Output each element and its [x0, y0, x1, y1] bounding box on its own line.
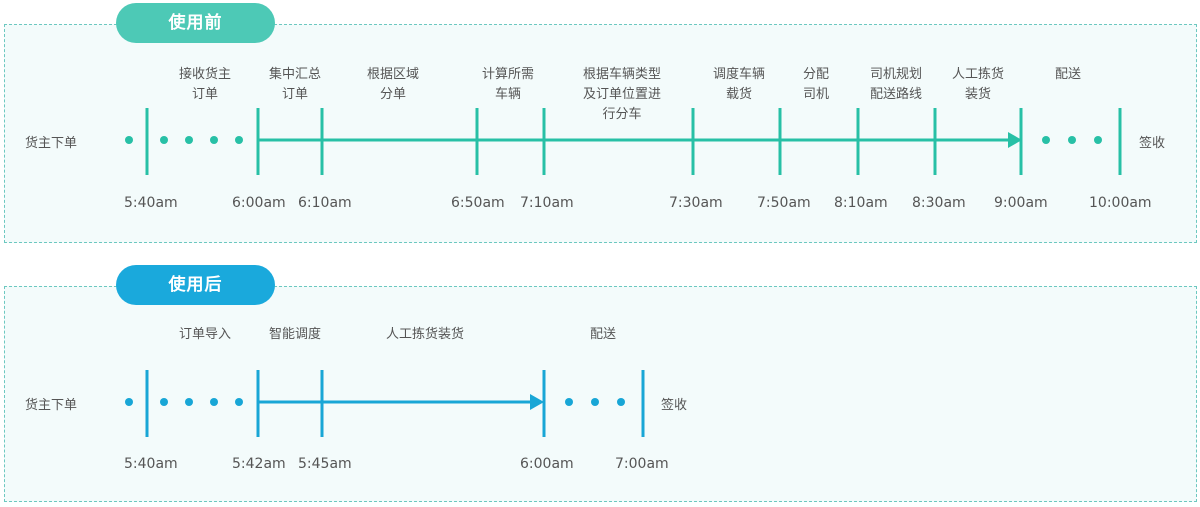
before-time: 8:10am — [834, 195, 888, 211]
dot — [565, 398, 573, 406]
after-time: 5:42am — [232, 456, 286, 472]
before-start-label: 货主下单 — [25, 136, 78, 151]
dot — [160, 136, 168, 144]
before-step: 根据区域 分单 — [366, 67, 419, 102]
arrow-head — [1008, 132, 1022, 148]
before-time: 7:50am — [757, 195, 811, 211]
before-time: 7:30am — [669, 195, 723, 211]
dot — [125, 136, 133, 144]
after-step: 订单导入 — [178, 327, 231, 342]
dot — [591, 398, 599, 406]
dot — [185, 136, 193, 144]
after-step: 配送 — [589, 327, 616, 342]
before-time: 7:10am — [520, 195, 574, 211]
dot — [617, 398, 625, 406]
after-panel — [4, 286, 1197, 502]
arrow-head — [530, 394, 544, 410]
after-time: 7:00am — [615, 456, 669, 472]
after-start-label: 货主下单 — [25, 398, 78, 413]
before-time: 10:00am — [1089, 195, 1152, 211]
dot — [125, 398, 133, 406]
after-title-badge: 使用后 — [116, 265, 275, 305]
before-step: 人工拣货 装货 — [951, 67, 1004, 102]
before-time: 6:50am — [451, 195, 505, 211]
before-step: 配送 — [1054, 67, 1081, 82]
before-title-badge: 使用前 — [116, 3, 275, 43]
before-time: 5:40am — [124, 195, 178, 211]
dot — [160, 398, 168, 406]
before-panel — [4, 24, 1197, 243]
before-time: 6:10am — [298, 195, 352, 211]
dot — [185, 398, 193, 406]
before-end-label: 签收 — [1139, 136, 1166, 151]
before-time: 6:00am — [232, 195, 286, 211]
before-step: 集中汇总 订单 — [268, 67, 321, 102]
after-timeline — [125, 370, 645, 437]
before-step: 调度车辆 载货 — [712, 67, 765, 102]
dot — [1094, 136, 1102, 144]
after-time: 5:45am — [298, 456, 352, 472]
after-step: 人工拣货装货 — [385, 327, 464, 342]
dot — [210, 398, 218, 406]
before-time: 9:00am — [994, 195, 1048, 211]
before-time: 8:30am — [912, 195, 966, 211]
after-time: 6:00am — [520, 456, 574, 472]
before-timeline — [125, 108, 1122, 175]
before-step: 根据车辆类型 及订单位置进 行分车 — [582, 67, 661, 122]
dot — [1042, 136, 1050, 144]
after-end-label: 签收 — [661, 398, 688, 413]
before-step: 计算所需 车辆 — [481, 67, 534, 102]
dot — [1068, 136, 1076, 144]
before-step: 接收货主 订单 — [178, 67, 231, 102]
after-time: 5:40am — [124, 456, 178, 472]
dot — [235, 136, 243, 144]
dot — [235, 398, 243, 406]
dot — [210, 136, 218, 144]
before-step: 分配 司机 — [802, 67, 829, 102]
before-step: 司机规划 配送路线 — [869, 67, 922, 102]
after-step: 智能调度 — [268, 327, 321, 342]
